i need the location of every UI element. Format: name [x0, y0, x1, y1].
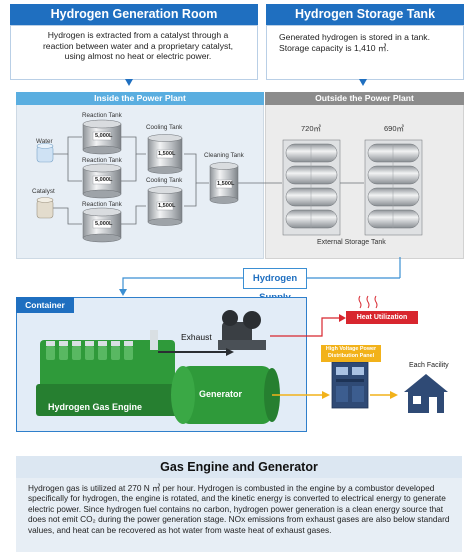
- tank1-volume: 720㎥: [301, 124, 322, 133]
- gas-engine-shape: [36, 330, 182, 416]
- reaction-tank-label-2: Reaction Tank: [82, 157, 122, 164]
- reaction-tank-label-3: Reaction Tank: [82, 201, 122, 208]
- cooling-tank-2: [147, 186, 183, 226]
- reaction-tank-label-1: Reaction Tank: [82, 112, 122, 119]
- generation-room-text: Hydrogen is extracted from a catalyst th…: [42, 30, 234, 62]
- storage-tank-box: Generated hydrogen is stored in a tank. …: [266, 25, 464, 80]
- heat-utilization-label: Heat Utilization: [346, 311, 418, 324]
- container-title: Container: [16, 297, 74, 313]
- storage-tank-title: Hydrogen Storage Tank: [266, 4, 464, 25]
- cooling-capacity-2: 1,500L: [158, 203, 176, 209]
- turbocharger-shape: [218, 310, 266, 350]
- generator-label: Generator: [199, 389, 243, 399]
- tank2-volume: 690㎥: [384, 124, 405, 133]
- water-container: [36, 143, 54, 163]
- cooling-tank-label-2: Cooling Tank: [146, 177, 183, 184]
- external-storage-tank-1: [282, 139, 341, 236]
- reaction-capacity-3: 5,000L: [95, 221, 113, 227]
- cooling-tank-1: [147, 134, 183, 174]
- distribution-panel-label: High Voltage Power Distribution Panel: [321, 345, 381, 362]
- plant-diagram: [36, 119, 423, 296]
- reaction-capacity-2: 5,000L: [95, 177, 113, 183]
- house-icon: [404, 374, 448, 413]
- generation-room-box: Hydrogen is extracted from a catalyst th…: [10, 25, 258, 80]
- external-storage-label: External Storage Tank: [317, 239, 386, 246]
- each-facility-label: Each Facility: [409, 362, 449, 369]
- reaction-capacity-1: 5,000L: [95, 133, 113, 139]
- storage-tank-text: Generated hydrogen is stored in a tank. …: [279, 32, 430, 53]
- cooling-tank-label-1: Cooling Tank: [146, 124, 183, 131]
- cleaning-tank-label: Cleaning Tank: [204, 152, 244, 159]
- reaction-tank-1: [82, 119, 122, 155]
- catalyst-label: Catalyst: [32, 188, 55, 195]
- cleaning-capacity: 1,500L: [217, 181, 235, 187]
- engine-section-title: Gas Engine and Generator: [16, 456, 462, 478]
- cooling-capacity-1: 1,500L: [158, 151, 176, 157]
- down-arrows: [125, 79, 367, 86]
- engine-section-text: Hydrogen gas is utilized at 270 N ㎥ per …: [28, 483, 450, 535]
- generator-shape: [171, 366, 280, 424]
- water-label: Water: [36, 138, 53, 145]
- inside-plant-title: Inside the Power Plant: [16, 92, 264, 105]
- engine-label: Hydrogen Gas Engine: [48, 402, 143, 412]
- generation-room-title: Hydrogen Generation Room: [10, 4, 258, 25]
- catalyst-container: [36, 197, 54, 219]
- distribution-panel-shape: [331, 361, 369, 409]
- outside-plant-title: Outside the Power Plant: [265, 92, 464, 105]
- reaction-tank-3: [82, 207, 122, 243]
- exhaust-label: Exhaust: [181, 332, 212, 342]
- external-storage-tank-2: [364, 139, 423, 236]
